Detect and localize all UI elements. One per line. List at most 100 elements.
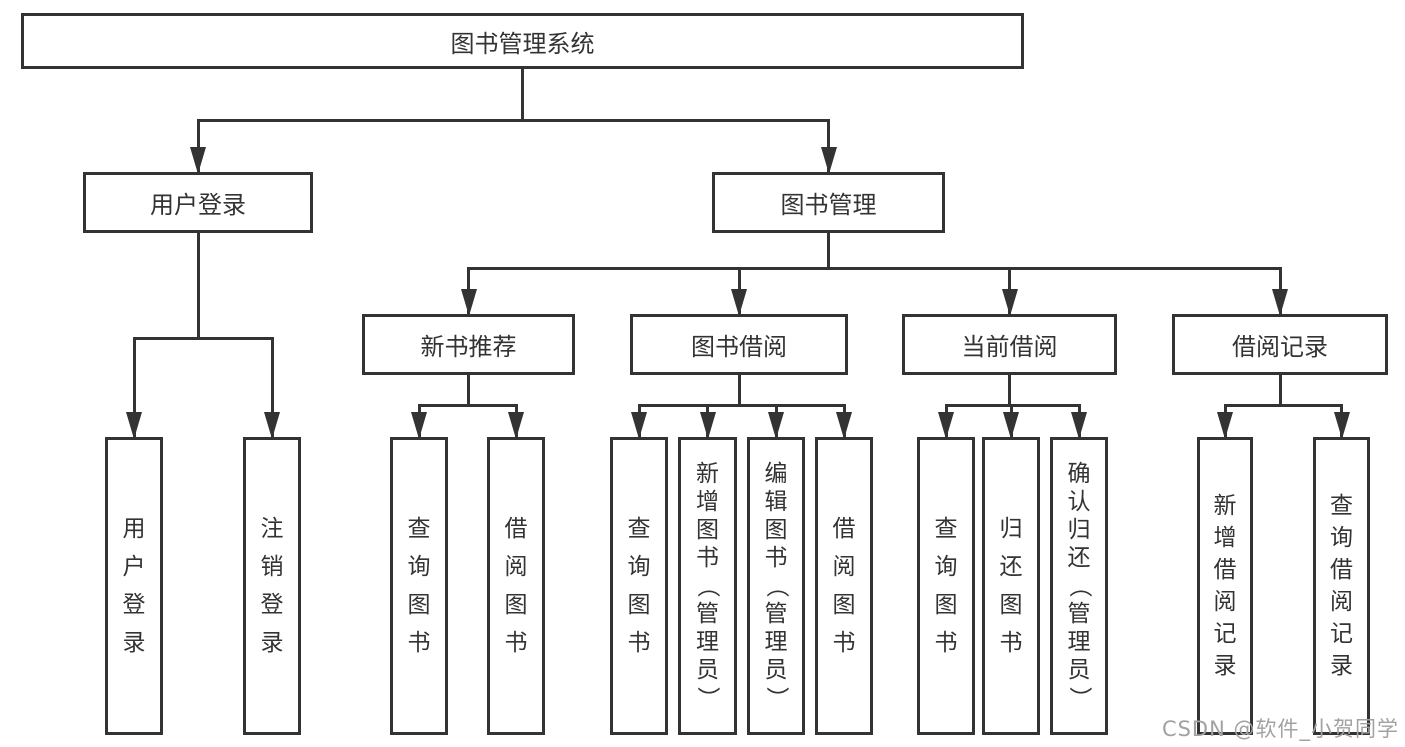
node-label-leaf-query-record: 查询借阅记录: [1330, 490, 1353, 682]
arrow-down-icon: [1001, 289, 1018, 316]
vertical-char-glyph: 书: [696, 545, 719, 571]
vertical-char-glyph: 归: [1067, 517, 1091, 543]
vertical-char-glyph: 书: [407, 630, 431, 656]
arrow-down-icon: [411, 412, 427, 439]
vertical-char-glyph: 登: [260, 592, 284, 618]
node-new-book-rec: 新书推荐: [362, 314, 575, 375]
node-leaf-query-record: 查询借阅记录: [1313, 437, 1370, 735]
vertical-char-glyph: 借: [1213, 557, 1237, 583]
vertical-char-glyph: 户: [122, 554, 146, 580]
node-leaf-borrow-book-2: 借阅图书: [815, 437, 873, 735]
vertical-paren-glyph: （: [694, 574, 721, 598]
node-leaf-user-login: 用户登录: [105, 437, 163, 735]
node-label-current-borrow: 当前借阅: [961, 333, 1058, 361]
vertical-paren-glyph: ）: [763, 686, 789, 710]
connector-vline-borrow-records: [1278, 375, 1282, 405]
vertical-char-glyph: 图: [764, 517, 788, 543]
vertical-char-glyph: 查: [1330, 493, 1353, 519]
connector-hline-borrow-records: [1223, 403, 1343, 407]
connector-vline-to-leaf-logout: [270, 338, 274, 437]
node-leaf-query-book-2: 查询图书: [610, 437, 668, 735]
vertical-char-glyph: 查: [407, 516, 431, 542]
arrow-down-icon: [264, 412, 280, 439]
vertical-char-glyph: 登: [122, 592, 146, 618]
vertical-char-glyph: 还: [999, 554, 1023, 580]
node-label-book-borrow: 图书借阅: [691, 333, 787, 361]
arrow-down-icon: [699, 412, 716, 439]
node-book-borrow: 图书借阅: [630, 314, 848, 375]
node-book-mgmt: 图书管理: [712, 172, 945, 233]
node-current-borrow: 当前借阅: [902, 314, 1117, 375]
vertical-char-glyph: 归: [999, 516, 1023, 542]
arrow-down-icon: [1217, 412, 1233, 439]
vertical-char-glyph: 增: [696, 489, 719, 515]
vertical-paren-glyph: ）: [694, 686, 721, 710]
node-leaf-query-book-1: 查询图书: [390, 437, 448, 735]
vertical-char-glyph: 借: [1330, 557, 1353, 583]
vertical-char-glyph: 阅: [504, 554, 528, 580]
arrow-down-icon: [938, 412, 954, 439]
vertical-char-glyph: 图: [696, 517, 719, 543]
arrow-down-icon: [768, 412, 784, 439]
vertical-char-glyph: 图: [934, 592, 958, 618]
arrow-down-icon: [1071, 412, 1087, 439]
vertical-char-glyph: 书: [832, 630, 856, 656]
connector-hline-current-borrow: [944, 403, 1081, 407]
node-label-leaf-confirm-return: 确认归还（管理员）: [1066, 460, 1092, 712]
node-label-new-book-rec: 新书推荐: [420, 333, 517, 361]
vertical-char-glyph: 书: [999, 630, 1023, 656]
node-label-leaf-edit-book: 编辑图书（管理员）: [763, 460, 789, 712]
vertical-char-glyph: 录: [1213, 653, 1237, 679]
vertical-char-glyph: 书: [934, 630, 958, 656]
connector-hline-book-borrow: [637, 403, 846, 407]
vertical-char-glyph: 记: [1213, 621, 1237, 647]
arrow-down-icon: [1003, 412, 1019, 439]
vertical-char-glyph: 书: [764, 545, 788, 571]
node-leaf-add-record: 新增借阅记录: [1197, 437, 1253, 735]
vertical-char-glyph: 用: [122, 516, 146, 542]
vertical-char-glyph: 阅: [832, 554, 856, 580]
vertical-char-glyph: 确: [1067, 461, 1091, 487]
vertical-char-glyph: 查: [934, 516, 958, 542]
node-leaf-return-book: 归还图书: [982, 437, 1040, 735]
vertical-char-glyph: 录: [260, 630, 284, 656]
vertical-char-glyph: 理: [1067, 629, 1091, 655]
vertical-char-glyph: 阅: [1213, 589, 1237, 615]
vertical-char-glyph: 查: [627, 516, 651, 542]
node-label-user-login: 用户登录: [150, 191, 246, 219]
arrow-down-icon: [190, 147, 206, 174]
node-label-leaf-query-book-3: 查询图书: [935, 510, 958, 662]
vertical-paren-glyph: ）: [1066, 686, 1092, 710]
connector-hline-book-mgmt: [467, 266, 1282, 270]
vertical-char-glyph: 理: [764, 629, 788, 655]
node-leaf-logout: 注销登录: [243, 437, 301, 735]
node-label-root: 图书管理系统: [450, 29, 595, 58]
vertical-char-glyph: 员: [1067, 657, 1091, 683]
vertical-char-glyph: 借: [832, 516, 856, 542]
vertical-char-glyph: 图: [504, 592, 528, 618]
vertical-char-glyph: 图: [407, 592, 431, 618]
watermark: CSDN @软件_小贺同学: [1161, 717, 1399, 741]
arrow-down-icon: [508, 412, 524, 439]
arrow-down-icon: [460, 289, 477, 316]
node-label-leaf-add-book: 新增图书（管理员）: [694, 460, 721, 712]
arrow-down-icon: [1333, 412, 1350, 439]
node-user-login: 用户登录: [83, 172, 313, 233]
node-label-book-mgmt: 图书管理: [780, 191, 877, 219]
arrow-down-icon: [731, 289, 747, 316]
arrow-down-icon: [820, 147, 837, 174]
connector-hline-user-login: [132, 336, 274, 340]
connector-hline-root: [196, 118, 830, 122]
vertical-char-glyph: 管: [1067, 601, 1091, 627]
node-borrow-records: 借阅记录: [1172, 314, 1388, 375]
vertical-char-glyph: 询: [1330, 525, 1353, 551]
node-label-leaf-query-book-1: 查询图书: [408, 510, 431, 662]
vertical-char-glyph: 辑: [764, 489, 788, 515]
vertical-char-glyph: 询: [934, 554, 958, 580]
node-leaf-confirm-return: 确认归还（管理员）: [1050, 437, 1108, 735]
connector-vline-to-book-mgmt: [827, 120, 830, 172]
node-label-leaf-borrow-book-2: 借阅图书: [833, 510, 856, 662]
vertical-char-glyph: 管: [696, 601, 719, 627]
node-label-leaf-query-book-2: 查询图书: [628, 510, 651, 662]
node-root: 图书管理系统: [21, 13, 1024, 69]
